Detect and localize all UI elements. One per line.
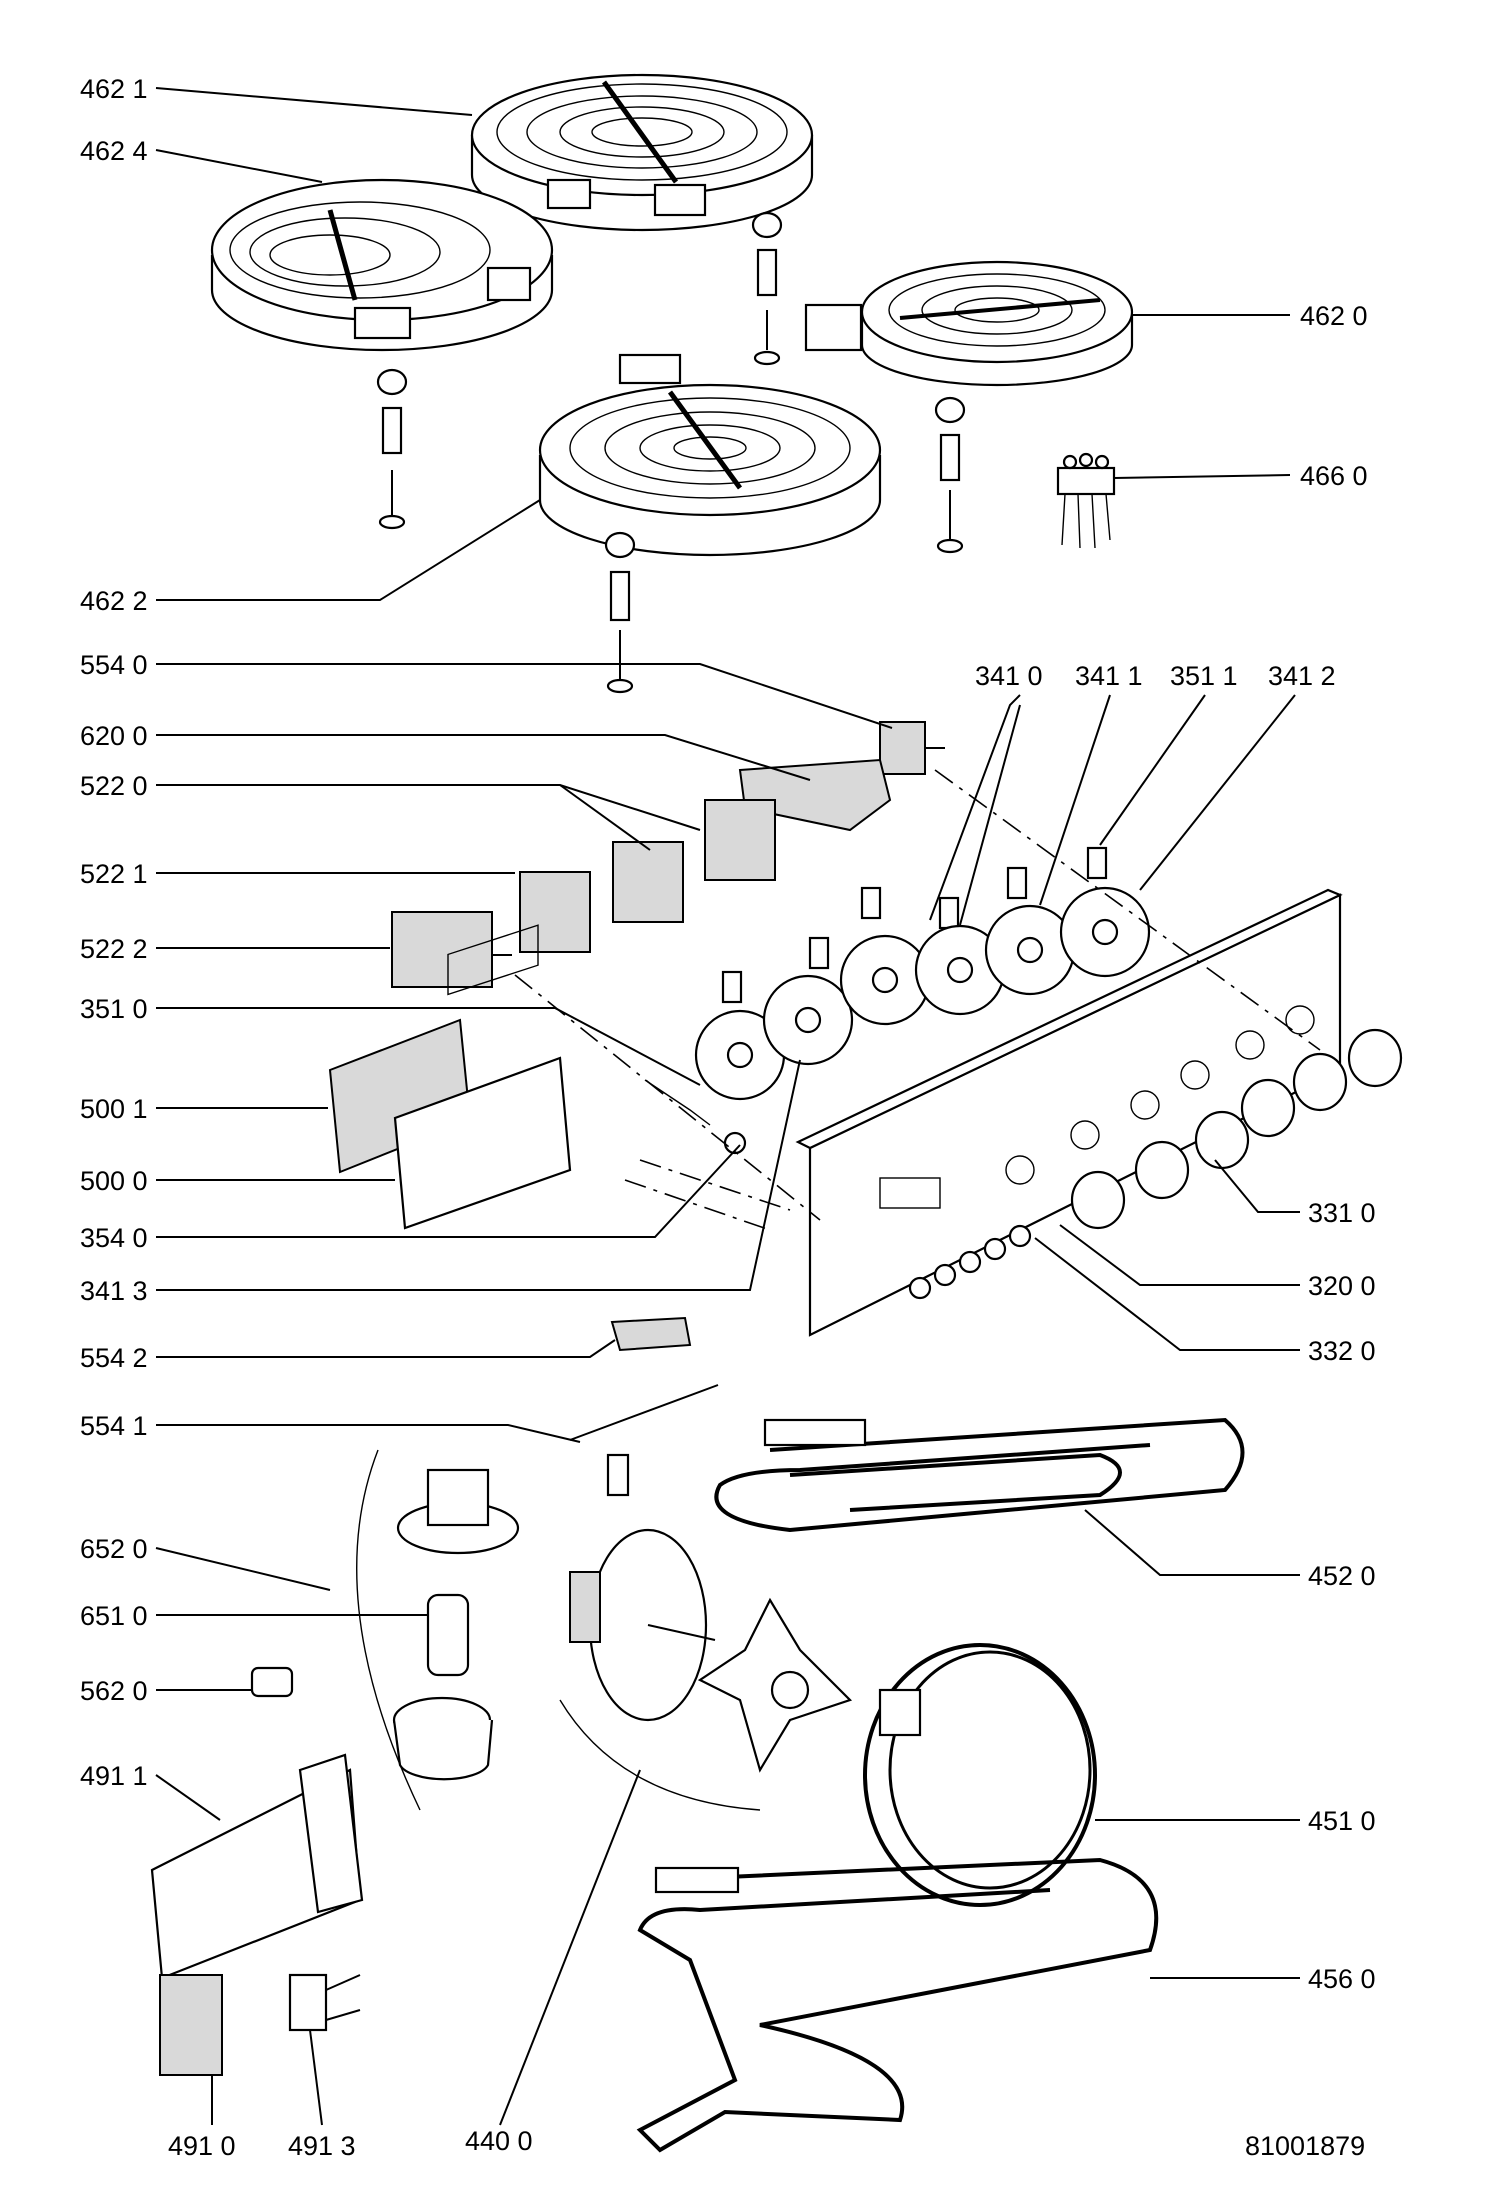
drawing-number: 81001879 [1245, 2131, 1365, 2161]
label-500-1: 500 1 [80, 1094, 148, 1124]
terminal-block-491-0 [159, 1974, 223, 2076]
fan-blade [697, 1597, 853, 1773]
bracket-491-1 [150, 1753, 364, 1980]
hotplate-462-0 [804, 260, 1134, 387]
assembly-lines [514, 769, 1321, 1231]
grill-element-452-0 [714, 1417, 1245, 1533]
rotary-switches [721, 846, 1108, 1004]
label-351-1: 351 1 [1170, 661, 1238, 691]
label-462-2: 462 2 [80, 586, 148, 616]
hotplate-462-1 [470, 73, 814, 232]
energy-regulator-554-0 [879, 721, 945, 775]
discs [694, 886, 1151, 1101]
label-332-0: 332 0 [1308, 1336, 1376, 1366]
label-341-3: 341 3 [80, 1276, 148, 1306]
label-440-0: 440 0 [465, 2126, 533, 2156]
label-462-0: 462 0 [1300, 301, 1368, 331]
disc [839, 934, 931, 1026]
label-331-0: 331 0 [1308, 1198, 1376, 1228]
disc-341-1 [984, 904, 1076, 996]
energy-regulator-522-1 [519, 871, 591, 953]
label-452-0: 452 0 [1308, 1561, 1376, 1591]
label-320-0: 320 0 [1308, 1271, 1376, 1301]
bottom-element-456-0 [636, 1857, 1159, 2153]
disc [762, 974, 854, 1066]
bracket-554-2 [610, 1316, 692, 1352]
label-341-0: 341 0 [975, 661, 1043, 691]
label-456-0: 456 0 [1308, 1964, 1376, 1994]
label-491-3: 491 3 [288, 2131, 356, 2161]
push-buttons-332-0 [908, 1224, 1032, 1300]
label-522-1: 522 1 [80, 859, 148, 889]
label-620-0: 620 0 [80, 721, 148, 751]
energy-regulator-522-2 [391, 911, 512, 988]
label-554-2: 554 2 [80, 1343, 148, 1373]
label-491-1: 491 1 [80, 1761, 148, 1791]
clip-562-0 [250, 1666, 294, 1698]
lamp-cover [392, 1696, 494, 1781]
label-500-0: 500 0 [80, 1166, 148, 1196]
knobs-331-0 [1070, 1028, 1403, 1230]
label-562-0: 562 0 [80, 1676, 148, 1706]
label-491-0: 491 0 [168, 2131, 236, 2161]
fan-motor-440-0 [569, 1528, 716, 1722]
clamp-491-3 [288, 1973, 361, 2032]
label-466-0: 466 0 [1300, 461, 1368, 491]
label-451-0: 451 0 [1308, 1806, 1376, 1836]
label-341-1: 341 1 [1075, 661, 1143, 691]
label-351-0: 351 0 [80, 994, 148, 1024]
part-labels: 462 1 462 4 462 0 466 0 462 2 554 0 341 … [80, 74, 1376, 2161]
timer-500-0 [393, 924, 572, 1230]
label-462-1: 462 1 [80, 74, 148, 104]
thermostat-probe-554-1 [569, 1384, 719, 1497]
fixing-hardware [376, 211, 966, 694]
bulb-651-0 [426, 1593, 470, 1677]
leader-lines [155, 87, 1300, 2126]
circular-element-451-0 [863, 1643, 1097, 1907]
label-651-0: 651 0 [80, 1601, 148, 1631]
connector-466-0 [1056, 452, 1116, 549]
label-341-2: 341 2 [1268, 661, 1336, 691]
label-522-0: 522 0 [80, 771, 148, 801]
disc-341-2 [1059, 886, 1151, 978]
label-354-0: 354 0 [80, 1223, 148, 1253]
lamp-holder-652-0 [396, 1468, 520, 1555]
hotplate-462-2 [538, 353, 882, 557]
label-652-0: 652 0 [80, 1534, 148, 1564]
label-462-4: 462 4 [80, 136, 148, 166]
label-554-1: 554 1 [80, 1411, 148, 1441]
disc-341-3 [694, 1009, 786, 1101]
label-522-2: 522 2 [80, 934, 148, 964]
energy-regulator-522-0 [612, 799, 776, 923]
label-554-0: 554 0 [80, 650, 148, 680]
control-panel-320-0 [795, 888, 1343, 1337]
hotplate-462-4 [210, 178, 554, 352]
